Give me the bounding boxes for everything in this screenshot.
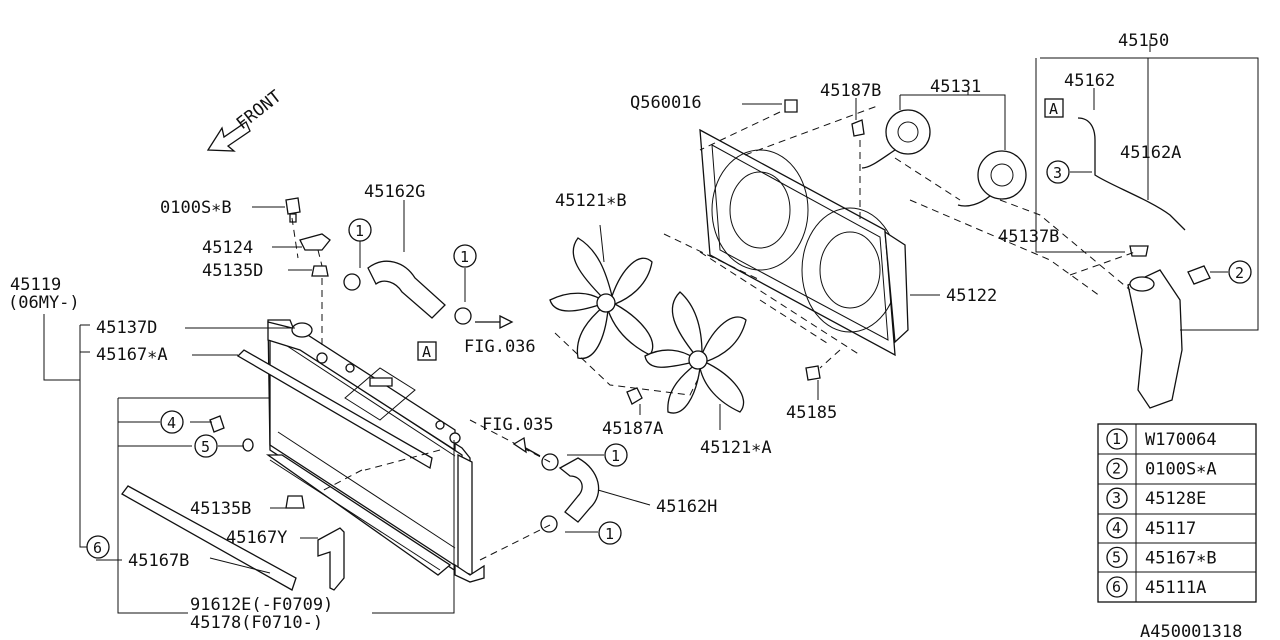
ref-box-a-left-label: A	[422, 343, 431, 361]
front-label: FRONT	[233, 87, 286, 134]
hose-45162G	[367, 260, 446, 319]
o-ring-45167B	[242, 438, 254, 452]
fan-45121A	[644, 291, 747, 414]
label-45178: 45178(F0710-)	[190, 613, 323, 633]
label-45162: 45162	[1064, 71, 1115, 91]
label-45135B: 45135B	[190, 499, 251, 519]
drawing-id: A450001318	[1140, 622, 1242, 640]
callout-2: 2	[1235, 264, 1244, 282]
clip-45187B	[851, 119, 865, 137]
label-45167Y: 45167Y	[226, 528, 287, 548]
label-45119: 45119	[10, 275, 61, 295]
clamp-upper-right	[454, 307, 472, 325]
ref-box-a-left	[417, 341, 437, 361]
legend-num-circle	[1106, 546, 1128, 569]
seal-45167Y	[317, 527, 345, 591]
legend-part-number: W170064	[1145, 430, 1217, 450]
ref-box-a-right	[1044, 98, 1064, 118]
label-45187B: 45187B	[820, 81, 881, 101]
legend-part-number: 45167∗B	[1145, 548, 1217, 568]
drain-plug-45117	[209, 415, 225, 433]
assembly-lines	[291, 104, 1136, 561]
bolt-Q560016	[784, 99, 798, 113]
fan-shroud-45122	[699, 128, 909, 357]
label-91612E: 91612E(-F0709)	[190, 595, 333, 615]
callout-1-d: 1	[605, 525, 614, 543]
nut-45187A	[626, 387, 643, 405]
bolt-0100SA	[1187, 265, 1211, 285]
fan-45121B	[549, 237, 654, 359]
fan-motor-45131-lower	[957, 150, 1027, 207]
label-45187A: 45187A	[602, 419, 663, 439]
callout-1-b: 1	[460, 248, 469, 266]
legend-num-circle	[1106, 487, 1128, 509]
reservoir-tank-45150	[1077, 117, 1211, 409]
legend-num: 1	[1112, 430, 1121, 448]
cushion-45135D	[311, 265, 329, 277]
fan-motor-45131-upper	[861, 109, 931, 169]
bolt-45185	[805, 365, 821, 381]
leader-lines	[43, 40, 1259, 614]
legend-part-number: 45128E	[1145, 489, 1206, 509]
label-45137D: 45137D	[96, 318, 157, 338]
legend-num-circle	[1106, 457, 1128, 480]
label-45131: 45131	[930, 77, 981, 97]
callout-circles: 1 1 1 1 2 3 4 5 6	[86, 160, 1252, 559]
callout-3: 3	[1053, 164, 1062, 182]
label-45150: 45150	[1118, 31, 1169, 51]
callout-4: 4	[167, 414, 176, 432]
label-45162A: 45162A	[1120, 143, 1181, 163]
bracket-45124	[299, 233, 331, 251]
label-45162H: 45162H	[656, 497, 717, 517]
legend-part-number: 45117	[1145, 519, 1196, 539]
clamp-upper-left	[343, 273, 361, 291]
label-45137B: 45137B	[998, 227, 1059, 247]
clamp-lower-bottom	[540, 515, 558, 533]
callout-1-a: 1	[355, 222, 364, 240]
label-45122: 45122	[946, 286, 997, 306]
hose-45162H	[558, 457, 600, 523]
label-45167A: 45167∗A	[96, 345, 168, 365]
callout-5: 5	[201, 438, 210, 456]
legend-num: 2	[1112, 460, 1121, 478]
seal-strip-45167B	[121, 485, 297, 591]
callout-1-c: 1	[611, 447, 620, 465]
label-45162G: 45162G	[364, 182, 425, 202]
legend-part-number: 0100S∗A	[1145, 460, 1217, 480]
label-45121A: 45121∗A	[700, 438, 772, 458]
legend-num: 4	[1112, 519, 1121, 537]
label-0100SB: 0100S∗B	[160, 198, 232, 218]
legend-num-circle	[1106, 576, 1128, 598]
radiator-core	[265, 319, 485, 583]
legend-num-circle	[1106, 428, 1128, 450]
bolt-0100SB	[285, 197, 301, 215]
label-45167B: 45167B	[128, 551, 189, 571]
legend-num: 5	[1112, 548, 1121, 566]
legend-num: 6	[1112, 578, 1121, 596]
label-Q560016: Q560016	[630, 93, 702, 113]
label-45135D: 45135D	[202, 261, 263, 281]
label-fig035: FIG.035	[482, 415, 554, 435]
cushion-45135B	[285, 495, 305, 509]
legend-table: 1 W170064 2 0100S∗A 3 45128E 4 45117 5 45167∗B 6 45…	[1097, 423, 1257, 603]
ref-box-a-right-label: A	[1049, 100, 1058, 118]
label-45185: 45185	[786, 403, 837, 423]
label-fig036: FIG.036	[464, 337, 536, 357]
callout-6: 6	[93, 539, 102, 557]
label-45121B: 45121∗B	[555, 191, 627, 211]
legend-part-number: 45111A	[1145, 578, 1206, 598]
seal-strip-45167A	[236, 349, 433, 470]
front-arrow-icon	[206, 121, 251, 152]
label-06MY: (06MY-)	[8, 293, 80, 313]
legend-num-circle	[1106, 517, 1128, 539]
label-45124: 45124	[202, 238, 253, 258]
legend-num: 3	[1112, 489, 1121, 507]
